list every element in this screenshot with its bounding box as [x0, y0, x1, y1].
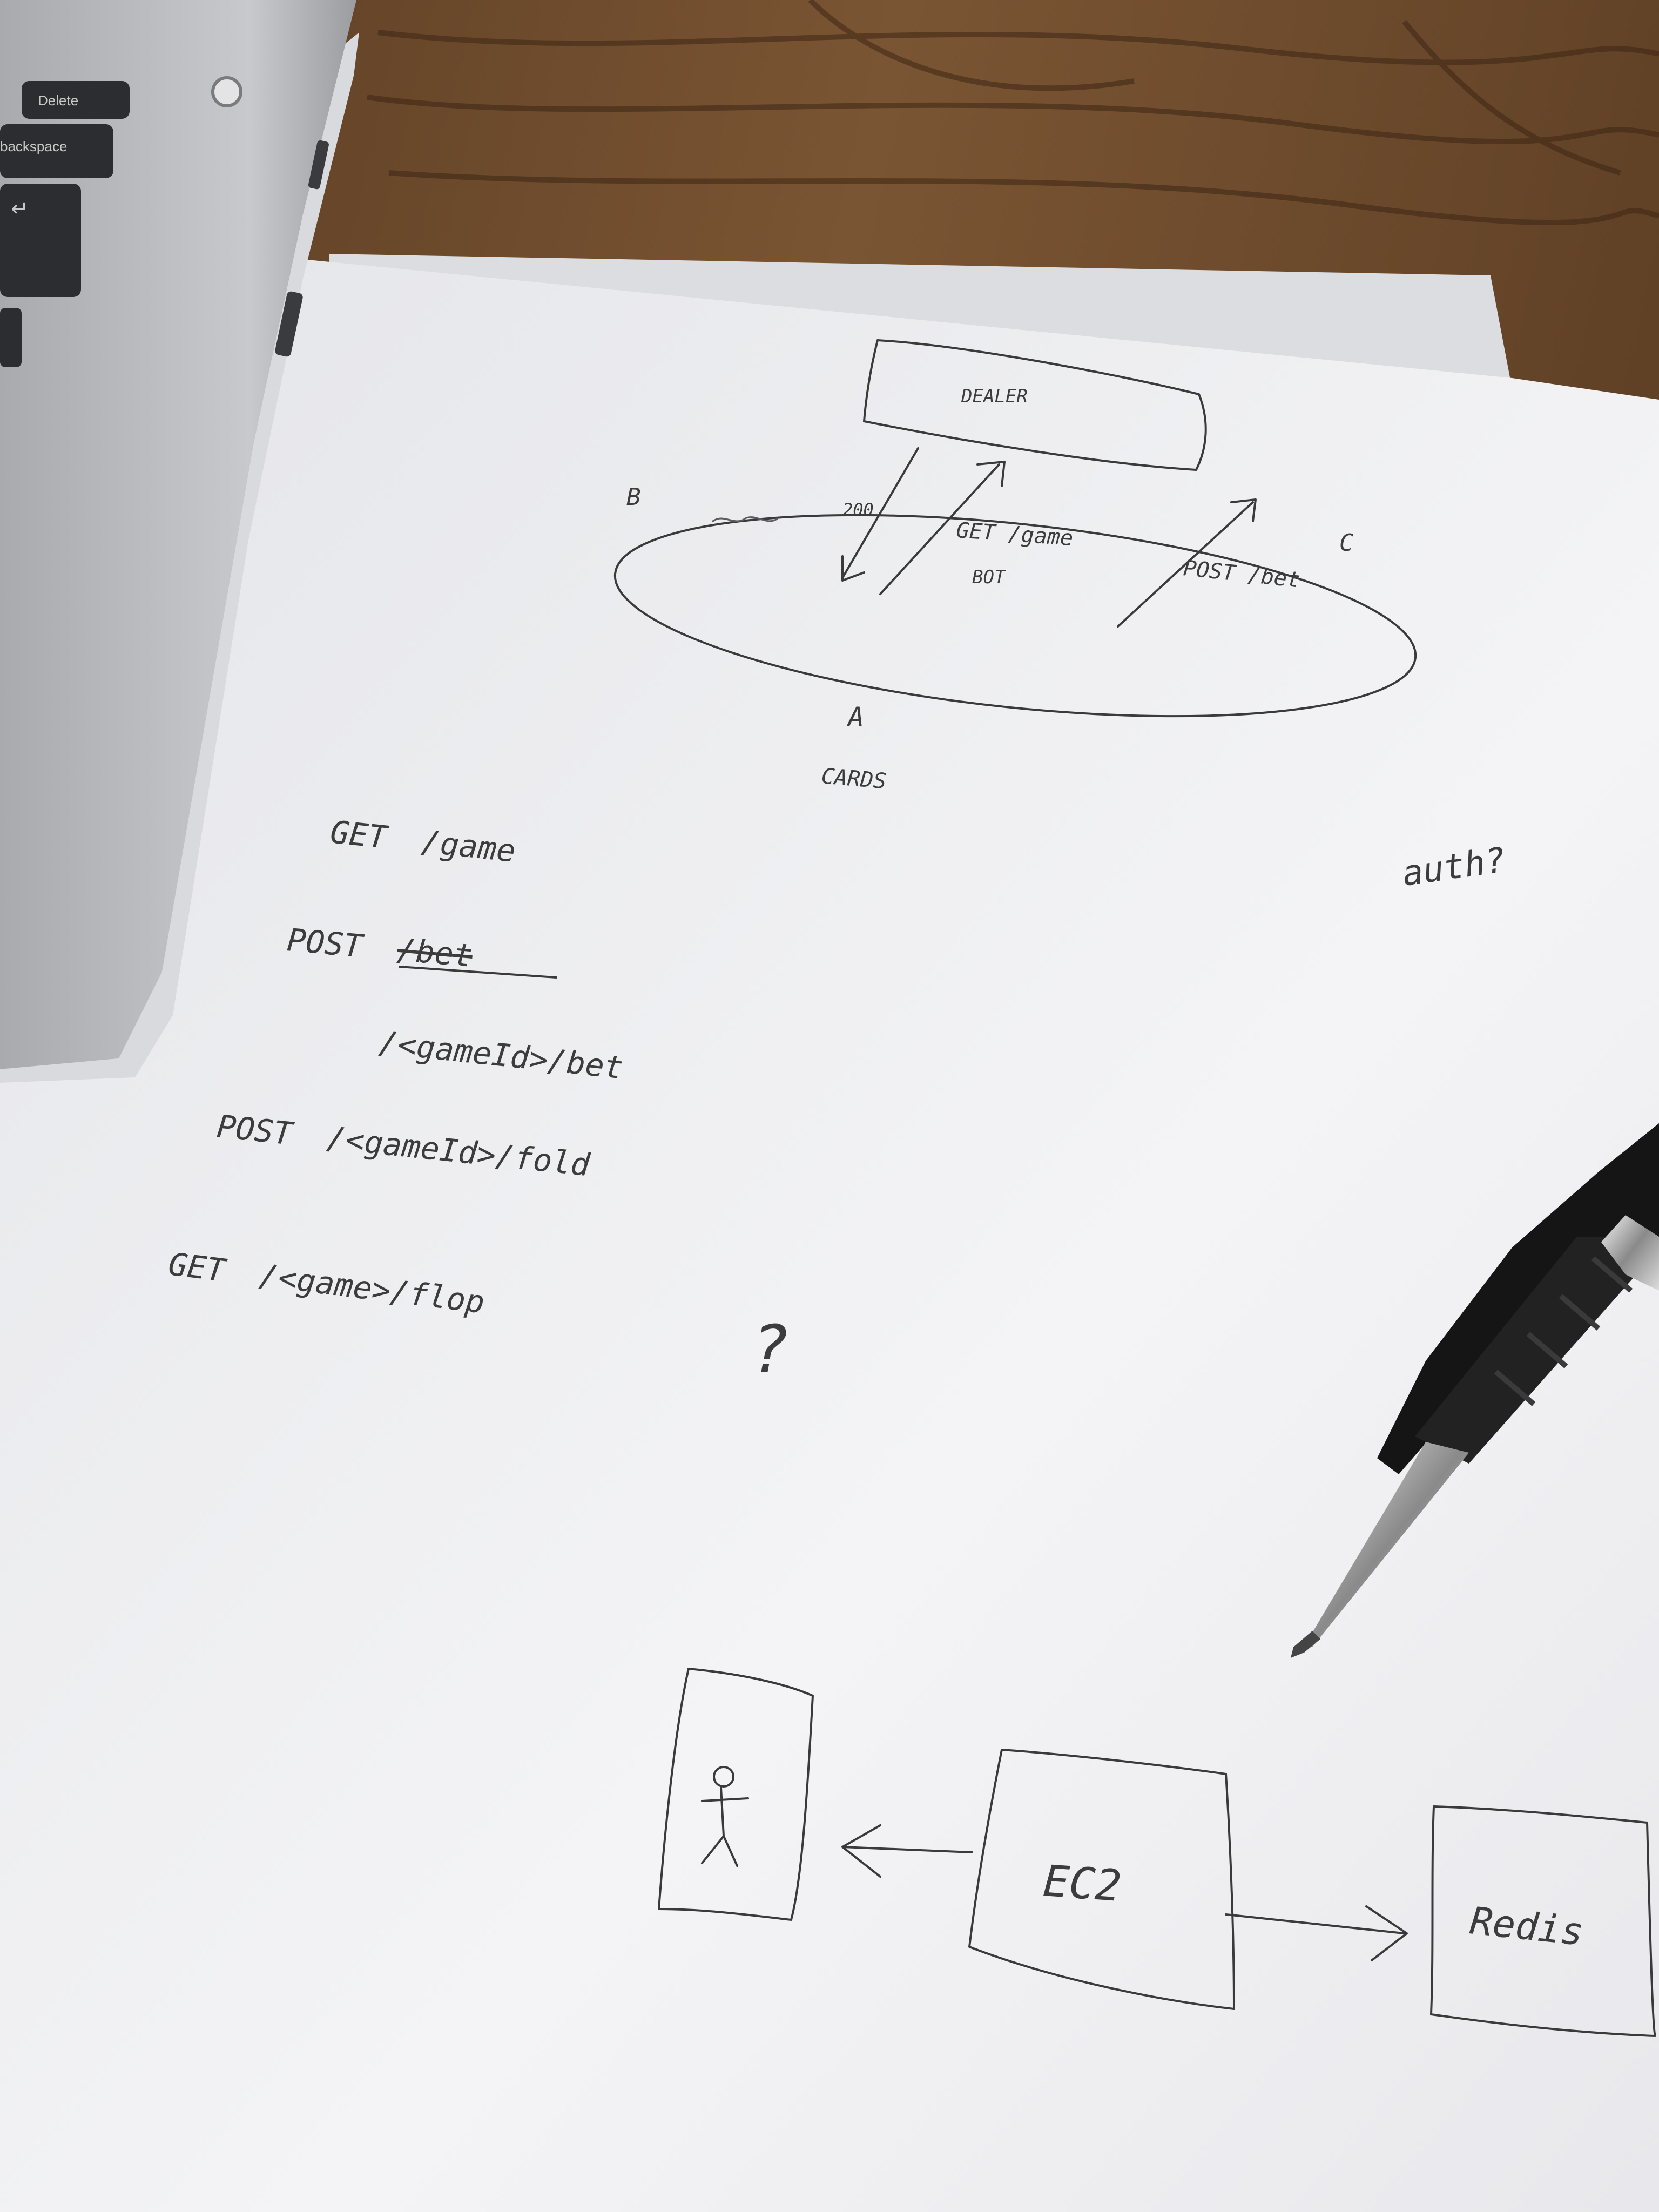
- scribble-word: [712, 516, 779, 522]
- user-box: [658, 1668, 814, 1921]
- question-mark: ?: [751, 1312, 790, 1387]
- key-delete-label: Delete: [38, 92, 78, 109]
- arrow-ec2-to-user: [841, 1824, 973, 1878]
- pen-grip: [1415, 1237, 1636, 1464]
- pen-grip-ridges: [1494, 1256, 1633, 1406]
- label-a: A: [846, 702, 864, 733]
- label-cards: CARDS: [820, 764, 887, 794]
- ec2-label: EC2: [1042, 1856, 1123, 1911]
- ballpoint-pen: [1291, 1123, 1659, 1658]
- endpoint-method: GET: [329, 813, 390, 856]
- pen-chrome-band: [1601, 1215, 1659, 1291]
- laptop: Delete backspace ↵: [0, 0, 359, 1083]
- key-backspace: [0, 124, 113, 178]
- wood-grain: [367, 0, 1659, 225]
- enter-icon: ↵: [11, 197, 29, 221]
- endpoint-method: POST: [215, 1108, 296, 1152]
- stick-figure-icon: [701, 1766, 749, 1867]
- pen-chrome-tip: [1307, 1442, 1469, 1647]
- arrow-down: [841, 447, 919, 582]
- pen-point: [1291, 1631, 1320, 1658]
- redis-box: [1430, 1805, 1656, 2037]
- endpoint-method: POST: [286, 921, 366, 965]
- laptop-port: [275, 291, 303, 357]
- label-bot: BOT: [972, 567, 1007, 588]
- arrow-up-left: [879, 461, 1006, 595]
- dealer-box: [863, 339, 1207, 471]
- strikethrough-line: [399, 966, 557, 979]
- label-b: B: [626, 483, 641, 511]
- dealer-label: DEALER: [961, 386, 1028, 407]
- power-button: [211, 76, 242, 107]
- key-delete: [22, 81, 130, 119]
- key-shift: [0, 308, 22, 367]
- laptop-port-2: [308, 140, 329, 190]
- ec2-box: [968, 1749, 1235, 2010]
- label-c: C: [1339, 529, 1354, 557]
- players-ellipse: [613, 514, 1417, 718]
- endpoint-method: GET: [166, 1245, 228, 1289]
- label-200: 200: [842, 500, 874, 520]
- paper-sheet: [0, 259, 1659, 2212]
- key-backspace-label: backspace: [0, 138, 67, 154]
- arrow-up-right: [1117, 498, 1257, 628]
- arrow-ec2-to-redis: [1225, 1905, 1408, 1961]
- key-enter: [0, 184, 81, 297]
